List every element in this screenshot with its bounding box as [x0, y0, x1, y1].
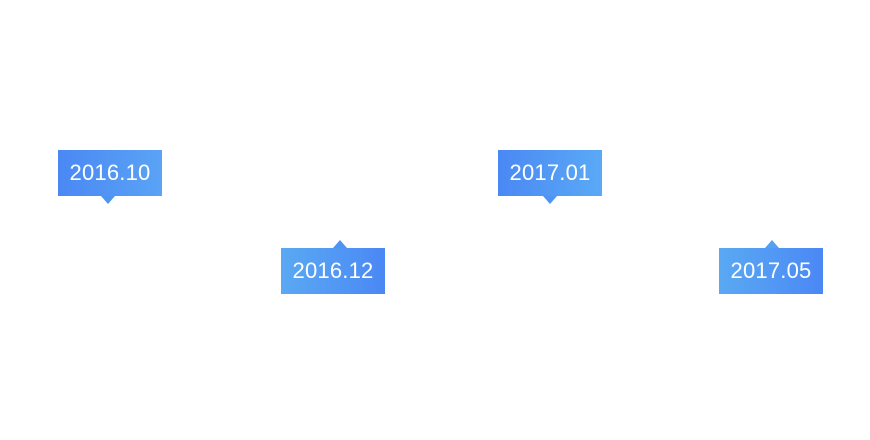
pointer-up-icon [333, 240, 347, 248]
date-tag-2017-01: 2017.01 [498, 150, 602, 204]
pointer-up-icon [765, 240, 779, 248]
pointer-down-icon [101, 196, 115, 204]
date-tag-2017-05: 2017.05 [719, 240, 823, 294]
date-tag-label: 2016.12 [292, 258, 374, 283]
pointer-down-icon [543, 196, 557, 204]
date-tag-label: 2016.10 [69, 160, 151, 185]
date-tag-label: 2017.01 [509, 160, 591, 185]
date-tag-2016-10: 2016.10 [58, 150, 162, 204]
date-tag-2016-12: 2016.12 [281, 240, 385, 294]
date-tag-label: 2017.05 [730, 258, 812, 283]
